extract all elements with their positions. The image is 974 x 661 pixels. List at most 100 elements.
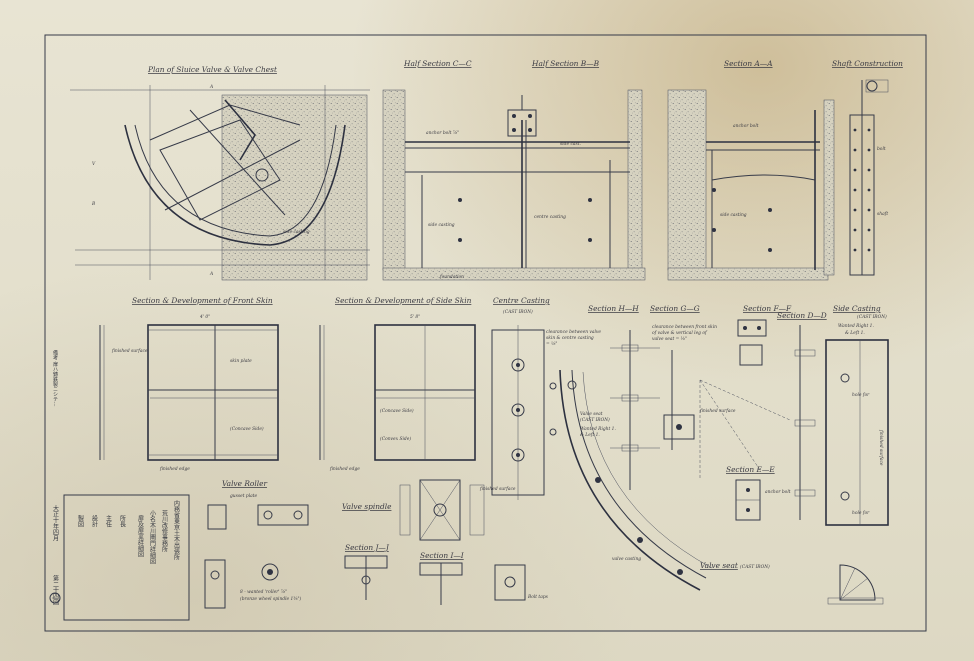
- valve-seat-label: Valve seat: [580, 412, 603, 417]
- rollers-note-2: (bronze wheel spindle 1⅜"): [240, 597, 302, 602]
- title-section-dd: Section D—D: [777, 311, 827, 320]
- title-section-ii: Section I—I: [420, 551, 465, 560]
- side-casting-note1: Wanted Right 1.: [838, 324, 874, 329]
- svg-text:side cast.: side cast.: [560, 142, 581, 147]
- title-valve-rollers: Valve Roller: [222, 479, 267, 488]
- side-casting-sub: (CAST IRON): [857, 315, 887, 320]
- title-section-ee: Section E—E: [726, 465, 775, 474]
- title-centre-casting: Centre Casting: [493, 296, 550, 305]
- svg-text:valve casting: valve casting: [612, 557, 641, 562]
- valve-seat-sub: (CAST IRON): [580, 418, 610, 423]
- svg-text:bolt: bolt: [877, 147, 886, 152]
- title-side-skin: Section & Development of Side Skin: [335, 296, 472, 305]
- svg-text:(Concave Side): (Concave Side): [380, 409, 414, 414]
- title-valve-seat-small: Valve seat: [700, 561, 738, 570]
- svg-text:B: B: [91, 202, 96, 207]
- svg-text:V: V: [92, 162, 96, 167]
- rollers-note-1: 8 - wanted 'roller' ⅞": [240, 590, 287, 595]
- note-side-casting-2: side casting: [428, 223, 455, 228]
- title-valve-spindle: Valve spindle: [342, 502, 392, 511]
- centre-casting-sub: (CAST IRON): [503, 310, 533, 315]
- tb-date: 大正十年四月: [52, 504, 59, 542]
- shaft-rivets: [853, 128, 871, 252]
- plan-view: Plan of Sluice Valve & Valve Chest side …: [70, 65, 370, 281]
- section-jj-ii: Section J—J Section I—I Bolt taps: [344, 543, 549, 605]
- title-side-casting: Side Casting: [833, 304, 881, 313]
- clearance-2: skin & centre casting: [546, 336, 594, 341]
- valve-rollers: Valve Roller 8 - wanted 'roller' ⅞" (bro…: [204, 479, 309, 609]
- svg-text:skin plate: skin plate: [230, 359, 252, 364]
- title-half-section-cc: Half Section C—C: [403, 59, 472, 68]
- clearance-g3: valve seat = ⅛": [652, 337, 687, 342]
- note-anchor-bolt: anchor bolt ⅞": [426, 131, 459, 136]
- half-sections: Half Section C—C Half Section B—B anchor…: [382, 59, 646, 281]
- bolt-taps: Bolt taps: [527, 595, 549, 600]
- title-section-gg: Section G—G: [650, 304, 700, 313]
- tb-col7: 設計: [91, 514, 98, 528]
- finished-surface-1: finished surface: [479, 487, 516, 492]
- section-ee: Section E—E anchor bolt: [726, 465, 791, 521]
- svg-text:finished edge: finished edge: [159, 467, 190, 472]
- svg-text:anchor bolt: anchor bolt: [733, 124, 759, 129]
- section-ff-dd: Section F—F Section D—D: [737, 304, 827, 520]
- svg-text:side casting: side casting: [720, 213, 747, 218]
- clearance-g1: clearance between front skin: [652, 325, 717, 330]
- section-hh: Section H—H Valve seat (CAST IRON) Wante…: [559, 304, 791, 591]
- section-gg: Section G—G clearance between front skin…: [650, 304, 736, 450]
- title-half-section-bb: Half Section B—B: [531, 59, 600, 68]
- svg-text:finished edge: finished edge: [329, 467, 360, 472]
- valve-seat-note2: & Left 1.: [580, 433, 600, 438]
- tb-col2: 荒川改修事務所: [161, 509, 168, 553]
- svg-text:finished surface: finished surface: [699, 409, 736, 414]
- side-casting-note2: & Left 1.: [845, 331, 865, 336]
- clearance-3: = ⅛": [546, 342, 557, 347]
- gusset-note: gusset plate: [230, 494, 258, 499]
- valve-seat-note1: Wanted Right 1.: [580, 427, 616, 432]
- shaft-construction: Shaft Construction bolt shaft: [823, 59, 903, 276]
- tb-col5: 所長: [119, 514, 126, 528]
- tb-col4: 扉及扉室詳細図: [137, 514, 144, 558]
- title-block: 内務省東京土木出張所 荒川改修事務所 小名木川閘門詳細図 扉及扉室詳細図 所長 …: [49, 349, 190, 621]
- section-aa: Section A—A side casting anchor bolt: [667, 59, 829, 281]
- note-side-casting: side casting: [283, 230, 310, 235]
- valve-seat-fan: [827, 564, 884, 605]
- tb-col3: 小名木川閘門詳細図: [149, 509, 156, 565]
- svg-text:(Concave Side): (Concave Side): [230, 427, 264, 432]
- svg-text:finished surface: finished surface: [111, 349, 148, 354]
- title-plan: Plan of Sluice Valve & Valve Chest: [147, 65, 277, 74]
- clearance-1: clearance between valve: [546, 330, 601, 335]
- svg-text:shaft: shaft: [877, 212, 888, 217]
- sheet-border: [44, 34, 927, 632]
- tb-col8: 製図: [77, 514, 84, 528]
- note-centre-casting: centre casting: [534, 215, 566, 220]
- side-skin: Section & Development of Side Skin (Conc…: [319, 296, 476, 472]
- centre-casting: Centre Casting (CAST IRON) clearance bet…: [491, 296, 601, 500]
- dim-b: 5' 8": [410, 315, 420, 320]
- svg-text:hole for: hole for: [852, 393, 870, 398]
- front-skin: Section & Development of Front Skin fini…: [99, 296, 279, 472]
- clearance-g2: of valve & vertical leg of: [652, 331, 708, 336]
- title-section-jj: Section J—J: [345, 543, 390, 552]
- title-section-aa: Section A—A: [724, 59, 773, 68]
- svg-text:hole for: hole for: [852, 511, 870, 516]
- seal-icon: [49, 592, 61, 604]
- tb-col1: 内務省東京土木出張所: [173, 499, 180, 561]
- title-shaft: Shaft Construction: [832, 59, 903, 68]
- title-front-skin: Section & Development of Front Skin: [132, 296, 273, 305]
- svg-text:(Convex Side): (Convex Side): [380, 437, 411, 442]
- title-section-hh: Section H—H: [588, 304, 639, 313]
- svg-text:foundation: foundation: [439, 275, 464, 280]
- svg-text:anchor bolt: anchor bolt: [765, 490, 791, 495]
- tb-col6: 主任: [105, 514, 112, 528]
- valve-spindle: Valve spindle finished surface: [342, 479, 516, 541]
- tb-sheet-no: 第二十四図: [52, 574, 59, 606]
- dim-a: 4' 0": [199, 315, 210, 320]
- tb-note-left: 備考 扉ハ鋳鉄製ニシテ…: [52, 349, 58, 406]
- svg-text:A: A: [209, 272, 213, 277]
- side-casting: Side Casting (CAST IRON) Wanted Right 1.…: [825, 304, 889, 526]
- title-section-ff: Section F—F: [743, 304, 792, 313]
- svg-text:finished surface: finished surface: [878, 429, 883, 466]
- valve-seat-small-sub: (CAST IRON): [740, 565, 770, 570]
